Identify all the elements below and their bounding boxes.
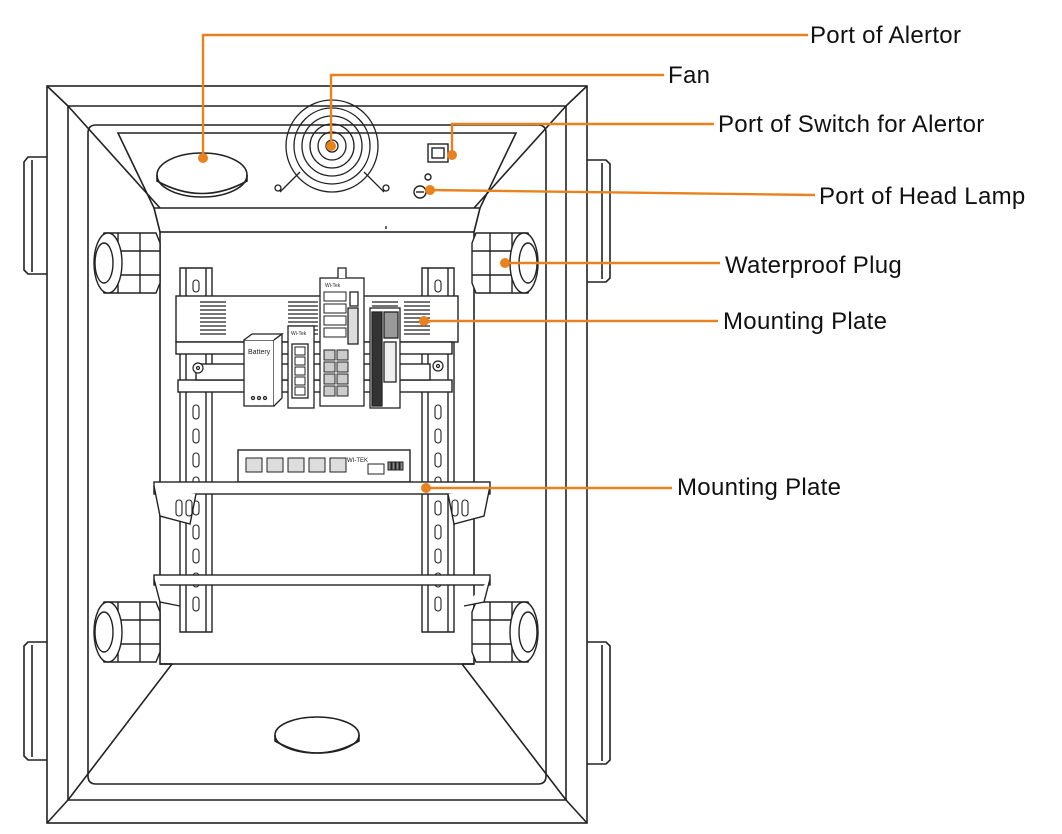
rj45-port [323,373,336,385]
rj45-port [336,373,349,385]
rail-slot [434,404,442,420]
rj45-port [336,349,349,361]
lower-mounting-plate [153,481,491,607]
alertor-port [156,152,248,198]
dip-switch [387,461,392,471]
vertical-din-rails [179,267,455,633]
callout-waterproof-plug: Waterproof Plug [725,252,903,279]
callout-port-of-alertor: Port of Alertor [810,22,962,49]
right-upper-lug [587,159,611,283]
din-power-module [369,307,401,409]
left-lower-lug [23,641,47,761]
leader-switch-port [450,122,714,155]
poe-rj45-port [308,457,326,473]
rj45-port [323,361,336,373]
rail-slot [192,548,200,564]
dip-switch [391,461,396,471]
sfp-port [323,327,347,338]
rj45-port [336,385,349,397]
waterproof-plug-4 [471,601,539,663]
right-lower-lug [587,641,611,765]
rj45-port [323,385,336,397]
rail-slot [434,596,442,612]
left-upper-lug [23,156,47,275]
callout-fan: Fan [668,62,711,89]
large-switch-brand: Wi-Tek [325,283,341,289]
callout-mounting-plate-upper: Mounting Plate [723,308,888,335]
dip-switch [399,461,404,471]
sfp-port [323,315,347,326]
leader-dots [198,141,510,493]
rj45-port [294,366,306,376]
rail-slot [434,452,442,468]
small-switch-brand: Wi-Tek [291,331,307,337]
rj45-port [294,356,306,366]
poe-rj45-port [266,457,284,473]
poe-rj45-port [245,457,263,473]
rail-slot [192,452,200,468]
rj45-port [336,361,349,373]
poe-rj45-port [287,457,305,473]
leader-head-lamp [429,188,816,197]
rail-slot [434,428,442,444]
rail-slot [434,500,442,516]
battery-module [243,332,284,407]
sfp-port [323,303,347,314]
rail-slot [434,524,442,540]
plate-screws [192,360,444,374]
bottom-port [274,716,360,754]
rail-slot [192,428,200,444]
rj45-port [294,346,306,356]
leader-lines [201,33,816,490]
poe-rj45-port [329,457,347,473]
rail-slot [192,524,200,540]
bracket-slots [175,499,469,517]
back-wall [159,231,475,665]
rail-slot [434,548,442,564]
waterproof-plug-1 [93,232,161,294]
rj45-port [323,349,336,361]
callout-mounting-plate-lower: Mounting Plate [677,474,842,501]
poe-sfp-port [367,463,385,475]
sfp-port [323,291,347,302]
rj45-port [294,386,306,396]
battery-label: Battery [248,349,271,356]
leader-port-of-alertor [201,33,808,158]
rail-slot [192,279,200,293]
waterproof-plug-3 [93,601,161,663]
poe-switch-brand: WI-TEK [347,458,368,464]
leader-fan [329,73,664,146]
rj45-port [294,376,306,386]
callout-port-of-switch: Port of Switch for Alertor [718,111,985,138]
dip-switch [395,461,400,471]
rail-slot [192,404,200,420]
rail-slot [192,596,200,612]
rail-slot [434,279,442,293]
callout-port-of-head-lamp: Port of Head Lamp [819,183,1026,210]
